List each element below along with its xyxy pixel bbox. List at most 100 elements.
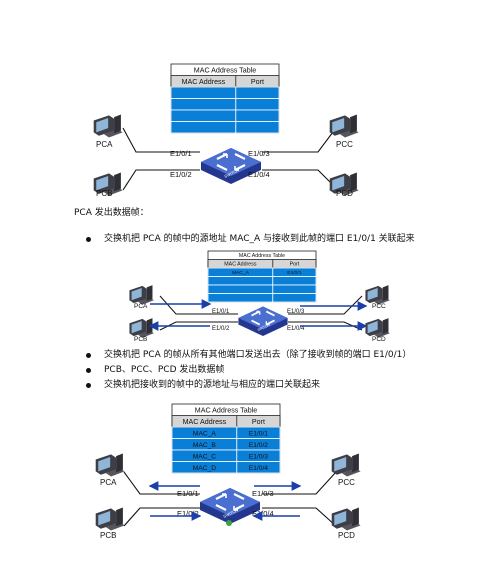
bullet-text-3: PCB、PCC、PCD 发出数据帧 <box>104 365 225 375</box>
link-line <box>262 127 337 153</box>
port-label-e104: E1/0/4 <box>248 170 270 179</box>
port-label-e101: E1/0/1 <box>177 489 199 498</box>
bullet-text-2: 交换机把 PCA 的帧从所有其他端口发送出去（除了接收到帧的端口 E1/0/1） <box>104 350 412 360</box>
link-line <box>122 169 200 191</box>
table-mac-value: MAC_A <box>232 270 250 276</box>
port-label-e104: E1/0/4 <box>287 326 305 332</box>
col-mac-header: MAC Address <box>182 78 226 86</box>
computer-icon <box>365 285 390 305</box>
switch-label: SWITCH <box>223 168 240 179</box>
table-mac-value: MAC_A <box>193 430 216 437</box>
switch-icon: SWITCH <box>238 306 288 337</box>
link-line <box>288 321 363 331</box>
bullet-dot <box>86 237 91 242</box>
table-mac-value: MAC_C <box>193 453 216 460</box>
table-cell <box>272 276 317 286</box>
table-port-value: E1/0/1 <box>287 270 301 276</box>
pc-label-pcb: PCB <box>100 531 116 540</box>
link-line <box>159 321 238 331</box>
switch-icon: SWITCH <box>200 488 260 524</box>
computer-icon <box>95 453 125 477</box>
computer-icon <box>365 318 390 338</box>
table-cell <box>207 276 274 286</box>
table-cell <box>235 121 280 134</box>
col-mac-header: MAC Address <box>224 262 257 268</box>
port-label-e101: E1/0/1 <box>212 309 230 315</box>
link-line <box>123 507 200 527</box>
table-mac-value: MAC_B <box>193 442 216 449</box>
link-line <box>123 471 200 495</box>
computer-icon <box>93 114 123 138</box>
table-port-value: E1/0/2 <box>249 442 269 449</box>
pc-label-pcb: PCB <box>134 336 147 343</box>
link-line <box>122 127 200 153</box>
table-cell <box>272 284 317 294</box>
pc-label-pcd: PCD <box>338 531 355 540</box>
computer-icon <box>331 453 361 477</box>
link-line <box>288 295 363 315</box>
computer-icon <box>331 507 361 531</box>
bullet-dot <box>86 368 91 373</box>
bullet-text-4: 交换机把接收到的帧中的源地址与相应的端口关联起来 <box>104 380 321 390</box>
table-cell <box>170 109 237 122</box>
table-title: MAC Address Table <box>195 406 257 414</box>
switch-label: SWITCH <box>257 323 271 332</box>
pc-label-pcc: PCC <box>336 140 353 149</box>
computer-icon <box>93 172 123 196</box>
caption-text: PCA 发出数据帧： <box>74 208 149 218</box>
bullet-dot <box>86 353 91 358</box>
port-label-e104: E1/0/4 <box>252 509 274 518</box>
table-cell <box>272 293 317 303</box>
table-cell <box>235 86 280 99</box>
table-cell <box>207 284 274 294</box>
port-label-e102: E1/0/2 <box>177 509 199 518</box>
pc-label-pca: PCA <box>100 478 117 487</box>
table-port-value: E1/0/4 <box>249 465 269 472</box>
port-label-e102: E1/0/2 <box>212 326 230 332</box>
col-mac-header: MAC Address <box>183 418 227 426</box>
computer-icon <box>95 507 125 531</box>
computer-icon <box>329 172 359 196</box>
switch-label: SWITCH <box>222 508 239 519</box>
computer-icon <box>329 114 359 138</box>
computer-icon <box>129 318 154 338</box>
switch-icon: SWITCH <box>201 148 261 184</box>
bullet-text-1: 交换机把 PCA 的帧中的源地址 MAC_A 与接收到此帧的端口 E1/0/1 … <box>104 234 415 244</box>
port-label-e103: E1/0/3 <box>248 149 270 158</box>
table-title: MAC Address Table <box>239 253 285 259</box>
table-cell <box>236 461 281 474</box>
pc-label-pcb: PCB <box>96 189 112 198</box>
port-label-e103: E1/0/3 <box>287 309 305 315</box>
table-title: MAC Address Table <box>194 66 256 74</box>
pc-label-pcc: PCC <box>372 303 386 310</box>
link-line <box>262 471 337 495</box>
col-port-header: Port <box>252 418 265 426</box>
bullet-dot <box>86 383 91 388</box>
pc-label-pca: PCA <box>96 140 113 149</box>
table-cell <box>207 293 274 303</box>
col-port-header: Port <box>251 78 264 86</box>
computer-icon <box>129 285 154 305</box>
table-port-value: E1/0/3 <box>249 453 269 460</box>
table-cell <box>170 86 237 99</box>
table-cell <box>235 98 280 111</box>
link-line <box>159 295 238 315</box>
port-led <box>226 520 232 526</box>
table-cell <box>170 98 237 111</box>
table-cell <box>170 121 237 134</box>
table-port-value: E1/0/1 <box>249 430 269 437</box>
port-label-e102: E1/0/2 <box>170 170 192 179</box>
pc-label-pca: PCA <box>134 303 148 310</box>
table-mac-value: MAC_D <box>193 465 216 472</box>
pc-label-pcd: PCD <box>372 336 386 343</box>
link-line <box>262 507 337 527</box>
port-label-e101: E1/0/1 <box>170 149 192 158</box>
port-label-e103: E1/0/3 <box>252 489 274 498</box>
col-port-header: Port <box>290 262 300 268</box>
link-line <box>262 169 337 189</box>
pc-label-pcc: PCC <box>338 478 355 487</box>
